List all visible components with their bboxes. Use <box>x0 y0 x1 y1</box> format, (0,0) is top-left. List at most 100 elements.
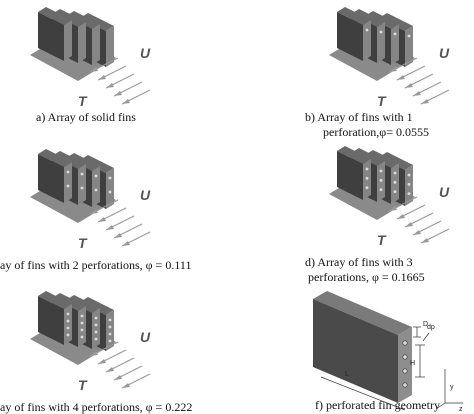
perforation-hole <box>379 188 383 192</box>
fin-top <box>351 9 385 27</box>
dimension-L-label: L <box>345 371 349 378</box>
flow-arrowhead <box>90 209 98 214</box>
caption-b-line1: b) Array of fins with 1 <box>305 110 413 124</box>
perforation-hole <box>66 326 70 330</box>
perforation-hole <box>393 32 397 36</box>
fin-front-face <box>313 299 398 403</box>
fin-top <box>66 295 100 313</box>
fin-geometry-diagram: D dp H L y z <box>313 291 463 411</box>
flow-arrowhead <box>413 230 421 235</box>
fin-top <box>38 291 72 309</box>
perforation-hole <box>80 321 84 325</box>
temperature-label: T <box>78 93 88 109</box>
perforation-hole <box>94 330 98 334</box>
perforation-hole <box>108 190 112 194</box>
velocity-label: U <box>140 329 151 345</box>
fin-side <box>92 308 100 349</box>
fin-front <box>337 151 363 200</box>
fin-front <box>38 154 64 203</box>
fin-top <box>351 148 385 166</box>
flow-arrowhead <box>122 241 130 246</box>
perforation-hole <box>94 174 98 178</box>
perforation-hole <box>365 176 369 180</box>
fin-top <box>379 152 413 170</box>
fin-side <box>92 166 100 207</box>
fin-side <box>377 22 385 63</box>
fin-side <box>64 304 72 345</box>
fin-side <box>78 306 86 347</box>
velocity-label: U <box>140 187 151 203</box>
fin-top <box>66 153 100 171</box>
fin-side <box>391 24 399 65</box>
perforation-hole-2 <box>402 354 408 360</box>
caption-b-line2: perforation,φ= 0.0555 <box>323 125 430 139</box>
temperature-label: T <box>78 235 88 251</box>
flow-arrowhead <box>413 91 421 96</box>
flow-arrowhead <box>397 75 405 80</box>
flow-arrowhead <box>106 367 114 372</box>
caption-d-line2: perforations, φ = 0.1665 <box>308 270 425 284</box>
dimension-D-label: D <box>423 321 428 328</box>
fin-array-diagram-b: UT <box>329 7 450 109</box>
fin-top <box>365 150 399 168</box>
perforation-hole <box>80 314 84 318</box>
fin-array-diagram-c: UT <box>30 149 151 251</box>
flow-arrowhead <box>421 99 429 104</box>
perforation-hole <box>379 178 383 182</box>
perforation-hole <box>94 323 98 327</box>
caption-a: a) Array of solid fins <box>36 110 136 124</box>
perforation-hole <box>94 337 98 341</box>
flow-arrowhead <box>106 225 114 230</box>
axis-z-label: z <box>459 406 463 411</box>
perforation-hole <box>108 332 112 336</box>
flow-arrowhead <box>389 67 397 72</box>
fin-top <box>365 11 399 29</box>
flow-arrowhead <box>405 83 413 88</box>
perforation-hole <box>365 167 369 171</box>
fin-top <box>80 155 114 173</box>
velocity-label: U <box>439 184 450 200</box>
caption-e: ay of fins with 4 perforations, φ = 0.22… <box>0 400 193 414</box>
flow-arrowhead <box>90 351 98 356</box>
fin-top <box>52 9 86 27</box>
perforation-hole-3 <box>402 368 408 374</box>
perforation-hole <box>94 316 98 320</box>
perforation-hole <box>66 184 70 188</box>
fin-side-face <box>398 327 412 403</box>
fin-top <box>38 149 72 167</box>
fin-side <box>106 168 114 209</box>
perforation-hole <box>379 30 383 34</box>
perforation-hole-4 <box>402 382 408 388</box>
flow-arrowhead <box>421 238 429 243</box>
perforation-hole <box>66 319 70 323</box>
fin-top <box>337 7 371 25</box>
perforation-hole <box>365 186 369 190</box>
fin-side <box>405 26 413 67</box>
perforation-hole <box>80 172 84 176</box>
fin-top <box>80 297 114 315</box>
perforation-hole <box>108 318 112 322</box>
fin-top <box>52 151 86 169</box>
perforation-hole <box>108 176 112 180</box>
flow-arrowhead <box>114 233 122 238</box>
fin-front <box>38 296 64 345</box>
flow-arrowhead <box>98 75 106 80</box>
temperature-label: T <box>377 232 387 248</box>
fin-array-diagram-d: UT <box>329 146 450 248</box>
caption-f: f) perforated fin geometry <box>315 398 440 412</box>
velocity-label: U <box>439 45 450 61</box>
flow-arrowhead <box>114 91 122 96</box>
perforation-hole <box>393 180 397 184</box>
perforation-hole <box>66 333 70 337</box>
fin-side <box>78 164 86 205</box>
caption-d-line1: d) Array of fins with 3 <box>305 255 413 269</box>
fin-top <box>52 293 86 311</box>
perforation-hole <box>393 190 397 194</box>
perforation-hole <box>80 328 84 332</box>
flow-arrowhead <box>122 383 130 388</box>
perforation-hole-1 <box>402 340 408 346</box>
